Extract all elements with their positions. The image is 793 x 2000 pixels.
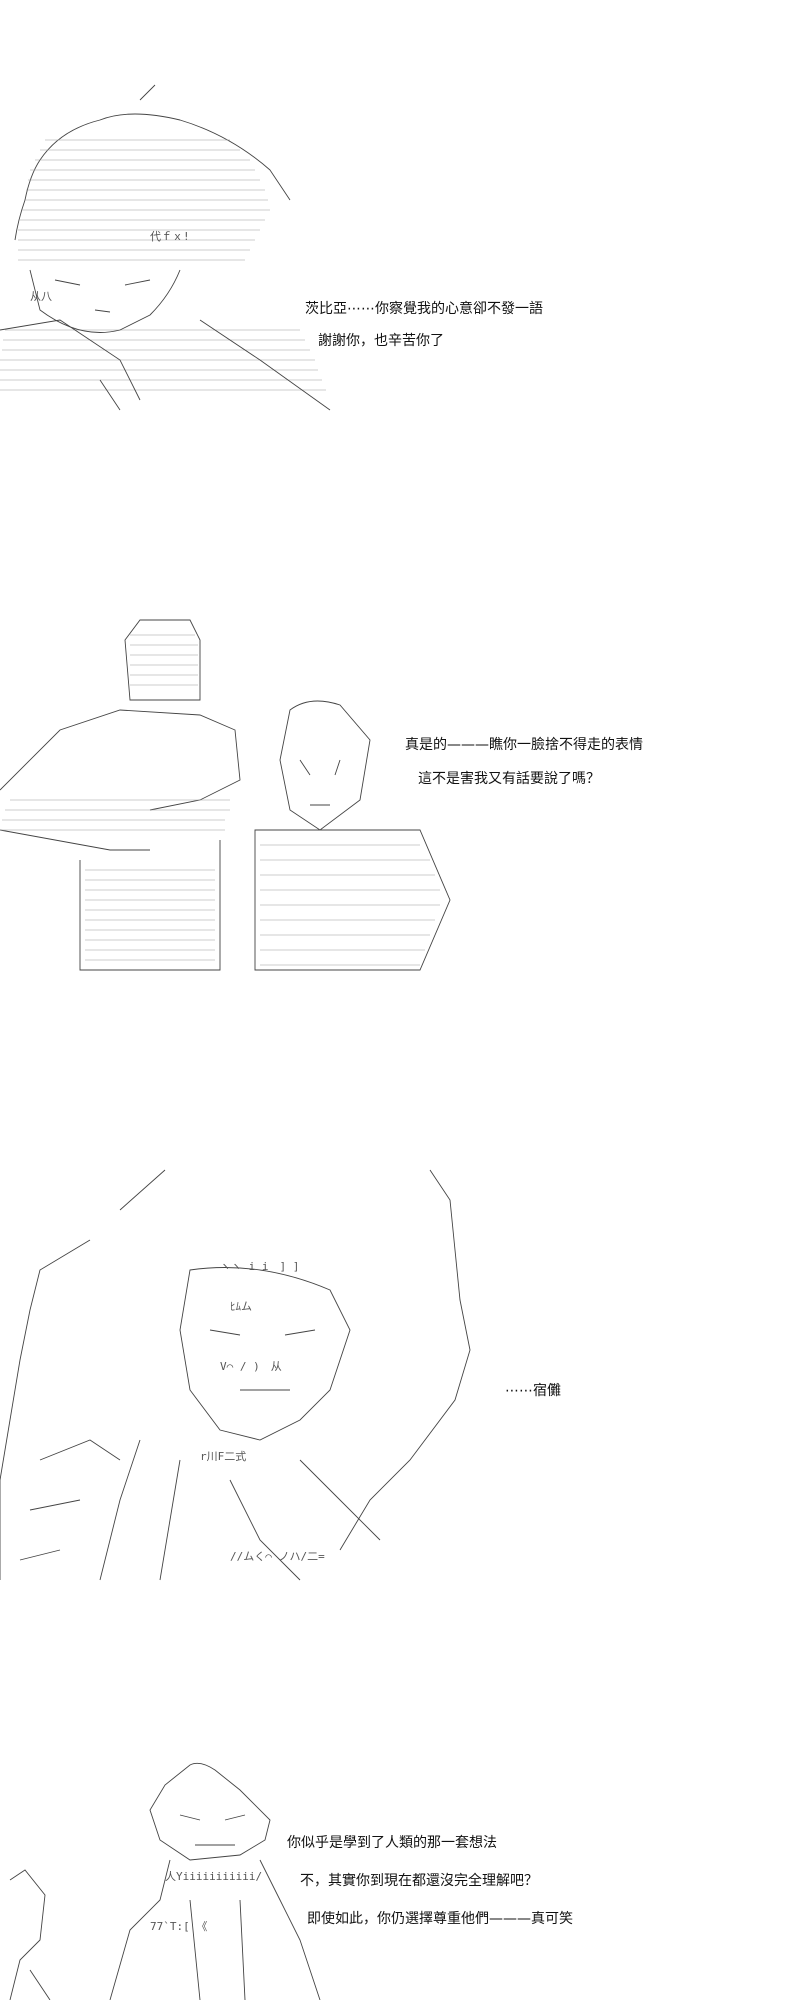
- dialogue-line: 不，其實你到現在都還沒完全理解吧？: [300, 1873, 538, 1889]
- ascii-art-figures-2: [0, 600, 460, 980]
- svg-text://ムく⌒ ノハ/二=: //ムく⌒ ノハ/二=: [230, 1550, 325, 1563]
- ascii-art-figure-3: ヽヽ i i ] ] ﾋﾑム V⌒ / ) 从 r川F二式 //ムく⌒ ノハ/二…: [0, 1160, 500, 1600]
- ascii-art-figure-1: 代ｆｘ! 从八: [0, 80, 340, 420]
- svg-text:r川F二式: r川F二式: [200, 1450, 246, 1463]
- dialogue-line: 謝謝你，也辛苦你了: [318, 333, 444, 349]
- dialogue-line: 真是的———瞧你一臉捨不得走的表情: [405, 737, 643, 753]
- dialogue-line: 這不是害我又有話要說了嗎？: [418, 771, 600, 787]
- dialogue-line: 茨比亞⋯⋯你察覺我的心意卻不發一語: [305, 301, 543, 317]
- svg-text:人Yiiiiiiiiiii/: 人Yiiiiiiiiiii/: [165, 1870, 262, 1883]
- svg-text:ヽヽ i i ] ]: ヽヽ i i ] ]: [220, 1260, 299, 1273]
- panel-3: ヽヽ i i ] ] ﾋﾑム V⌒ / ) 从 r川F二式 //ムく⌒ ノハ/二…: [0, 1160, 793, 1600]
- panel-4: 人Yiiiiiiiiiii/ 77`T:[ 《 你似乎是學到了人類的那一套想法 …: [0, 1760, 793, 2000]
- svg-text:77`T:[ 《: 77`T:[ 《: [150, 1920, 207, 1933]
- panel-1: 代ｆｘ! 从八 茨比亞⋯⋯你察覺我的心意卻不發一語 謝謝你，也辛苦你了: [0, 80, 793, 420]
- ascii-art-figure-4: 人Yiiiiiiiiiii/ 77`T:[ 《: [0, 1760, 340, 2000]
- svg-text:从八: 从八: [30, 290, 52, 303]
- dialogue-line: 即使如此，你仍選擇尊重他們———真可笑: [307, 1911, 573, 1927]
- panel-2: 真是的———瞧你一臉捨不得走的表情 這不是害我又有話要說了嗎？: [0, 600, 793, 980]
- svg-text:V⌒ / ) 从: V⌒ / ) 从: [220, 1360, 282, 1373]
- svg-text:ﾋﾑム: ﾋﾑム: [230, 1300, 252, 1313]
- dialogue-line: 你似乎是學到了人類的那一套想法: [287, 1835, 497, 1851]
- svg-text:代ｆｘ!: 代ｆｘ!: [150, 230, 190, 243]
- dialogue-line: ⋯⋯宿儺: [505, 1383, 561, 1399]
